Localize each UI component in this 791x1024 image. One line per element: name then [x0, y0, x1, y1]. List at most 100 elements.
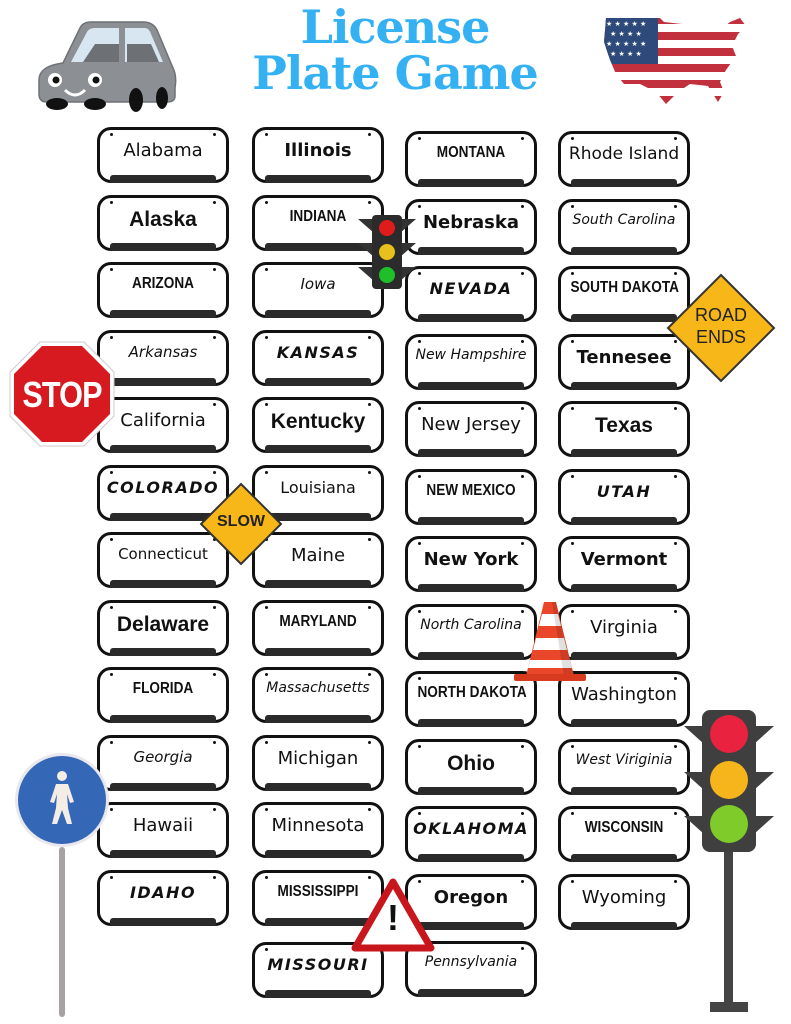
plate-new-york[interactable]: New York [405, 536, 537, 592]
plate-label: COLORADO [106, 478, 220, 497]
plate-delaware[interactable]: Delaware [97, 600, 229, 656]
plate-tennesee[interactable]: Tennesee [558, 334, 690, 390]
plate-mississippi[interactable]: MISSISSIPPI [252, 870, 384, 926]
plate-label: South Carolina [572, 212, 676, 228]
plate-label: Nebraska [422, 212, 519, 233]
plate-label: MONTANA [436, 144, 506, 161]
plate-label: Massachusetts [266, 680, 370, 696]
car-icon [38, 21, 177, 112]
plate-label: Georgia [133, 748, 193, 766]
plate-kentucky[interactable]: Kentucky [252, 397, 384, 453]
plate-label: WISCONSIN [584, 819, 664, 836]
plate-maryland[interactable]: MARYLAND [252, 600, 384, 656]
slow-sign-label: SLOW [217, 513, 265, 530]
plate-label: Connecticut [118, 545, 208, 563]
warning-triangle-icon [351, 878, 435, 952]
plate-minnesota[interactable]: Minnesota [252, 802, 384, 858]
road-ends-sign: ROAD ENDS [665, 272, 777, 384]
plate-label: West Viriginia [575, 752, 673, 768]
plate-louisiana[interactable]: Louisiana [252, 465, 384, 521]
plate-south-dakota[interactable]: SOUTH DAKOTA [558, 266, 690, 322]
plate-label: Vermont [580, 549, 668, 570]
stop-sign-label: STOP [22, 374, 102, 415]
plate-rhode-island[interactable]: Rhode Island [558, 131, 690, 187]
plate-label: Hawaii [132, 815, 194, 836]
road-ends-line-2: ENDS [695, 327, 746, 347]
plate-michigan[interactable]: Michigan [252, 735, 384, 791]
warning-sign: ! [351, 878, 435, 954]
plate-ohio[interactable]: Ohio [405, 739, 537, 795]
plate-label: Iowa [300, 275, 336, 293]
plate-label: New York [423, 549, 519, 570]
svg-text:★ ★ ★ ★ ★: ★ ★ ★ ★ ★ [606, 20, 646, 28]
page-title: License Plate Game [225, 4, 565, 96]
plate-connecticut[interactable]: Connecticut [97, 532, 229, 588]
plate-massachusetts[interactable]: Massachusetts [252, 667, 384, 723]
traffic-cone-icon [514, 602, 586, 681]
slow-sign: SLOW [199, 482, 283, 566]
plate-label: California [120, 410, 206, 431]
road-ends-line-1: ROAD [694, 305, 747, 325]
plate-label: New Hampshire [415, 347, 527, 363]
plate-nebraska[interactable]: Nebraska [405, 199, 537, 255]
plate-south-carolina[interactable]: South Carolina [558, 199, 690, 255]
plate-georgia[interactable]: Georgia [97, 735, 229, 791]
plate-texas[interactable]: Texas [558, 401, 690, 457]
plate-label: Alabama [123, 140, 203, 161]
plate-label: Wyoming [581, 887, 667, 908]
plate-idaho[interactable]: IDAHO [97, 870, 229, 926]
plate-north-carolina[interactable]: North Carolina [405, 604, 537, 660]
plate-alabama[interactable]: Alabama [97, 127, 229, 183]
plate-alaska[interactable]: Alaska [97, 195, 229, 251]
us-flag-map-icon: ★ ★ ★ ★ ★ ★ ★ ★ ★ ★ ★ ★ ★ ★ ★ ★ ★ ★ [604, 18, 746, 104]
plate-vermont[interactable]: Vermont [558, 536, 690, 592]
plate-label: Michigan [277, 748, 359, 769]
plate-label: Ohio [447, 752, 495, 775]
plate-oregon[interactable]: Oregon [405, 874, 537, 930]
plate-florida[interactable]: FLORIDA [97, 667, 229, 723]
plate-oklahoma[interactable]: OKLAHOMA [405, 806, 537, 862]
plate-wisconsin[interactable]: WISCONSIN [558, 806, 690, 862]
stop-sign-icon [9, 341, 115, 447]
plate-label: UTAH [596, 482, 652, 501]
plate-label: New Jersey [421, 414, 521, 435]
plate-utah[interactable]: UTAH [558, 469, 690, 525]
plate-label: SOUTH DAKOTA [570, 279, 679, 296]
warning-sign-label: ! [387, 897, 399, 938]
road-ends-sign-icon [666, 273, 776, 383]
plate-colorado[interactable]: COLORADO [97, 465, 229, 521]
plate-wyoming[interactable]: Wyoming [558, 874, 690, 930]
plate-arkansas[interactable]: Arkansas [97, 330, 229, 386]
plate-illinois[interactable]: Illinois [252, 127, 384, 183]
slow-sign-icon [199, 482, 283, 566]
title-line-2: Plate Game [252, 46, 538, 100]
plate-montana[interactable]: MONTANA [405, 131, 537, 187]
svg-text:★ ★ ★ ★: ★ ★ ★ ★ [610, 30, 642, 38]
plate-new-hampshire[interactable]: New Hampshire [405, 334, 537, 390]
plate-label: INDIANA [289, 208, 347, 225]
plate-label: IDAHO [129, 883, 197, 902]
plate-maine[interactable]: Maine [252, 532, 384, 588]
plate-arizona[interactable]: ARIZONA [97, 262, 229, 318]
plate-west-viriginia[interactable]: West Viriginia [558, 739, 690, 795]
plate-iowa[interactable]: Iowa [252, 262, 384, 318]
plate-hawaii[interactable]: Hawaii [97, 802, 229, 858]
plate-label: Washington [571, 684, 677, 705]
plate-new-jersey[interactable]: New Jersey [405, 401, 537, 457]
plate-label: NEVADA [429, 279, 513, 298]
stop-sign: STOP [8, 340, 116, 448]
plate-virginia[interactable]: Virginia [558, 604, 690, 660]
plate-label: Delaware [116, 613, 210, 636]
plate-california[interactable]: California [97, 397, 229, 453]
plate-label: Maine [290, 545, 346, 566]
plate-new-mexico[interactable]: NEW MEXICO [405, 469, 537, 525]
traffic-light-icon [684, 710, 774, 1012]
plate-label: Kentucky [270, 410, 366, 433]
plate-label: NEW MEXICO [426, 482, 516, 499]
plate-label: KANSAS [276, 343, 360, 362]
plate-kansas[interactable]: KANSAS [252, 330, 384, 386]
plate-indiana[interactable]: INDIANA [252, 195, 384, 251]
plate-label: MISSOURI [267, 955, 369, 974]
plate-nevada[interactable]: NEVADA [405, 266, 537, 322]
plate-label: Texas [595, 414, 653, 437]
